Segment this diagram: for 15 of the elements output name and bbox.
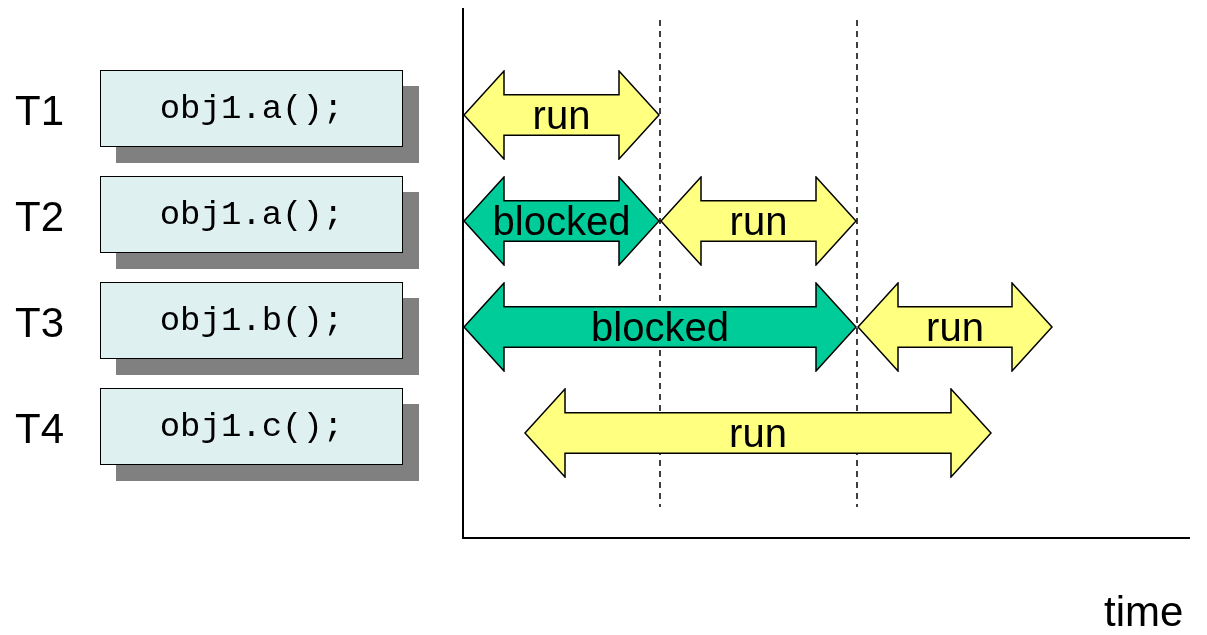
thread-label: T2 — [15, 196, 64, 238]
thread-label: T1 — [15, 90, 64, 132]
state-label: run — [728, 201, 789, 241]
code-box: obj1.a(); — [100, 70, 403, 147]
code-box: obj1.a(); — [100, 176, 403, 253]
code-box: obj1.c(); — [100, 388, 403, 465]
state-label: run — [925, 307, 985, 347]
thread-label: T4 — [15, 408, 64, 450]
state-label: blocked — [491, 201, 632, 241]
thread-label: T3 — [15, 302, 64, 344]
code-box: obj1.b(); — [100, 282, 403, 359]
state-label: blocked — [590, 307, 730, 347]
state-label: run — [728, 413, 788, 453]
axis-label: time — [1104, 591, 1184, 633]
state-label: run — [531, 95, 592, 135]
